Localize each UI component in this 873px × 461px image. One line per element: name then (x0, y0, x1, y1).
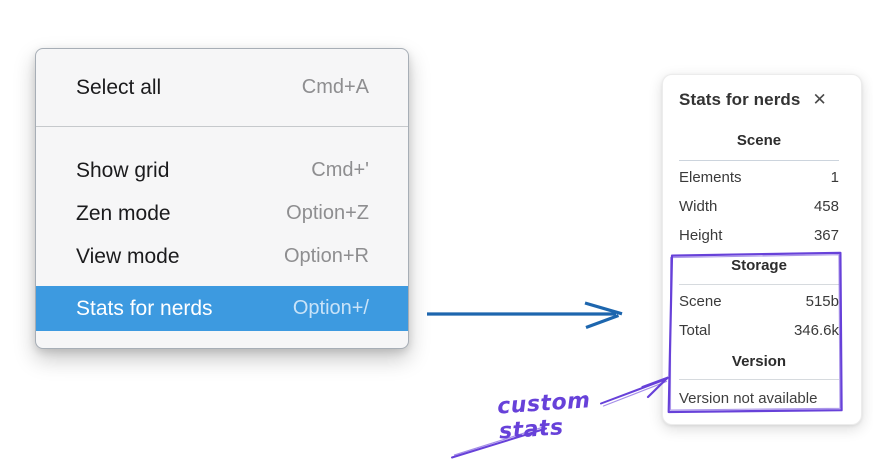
stats-panel: Stats for nerds ✕ Scene Elements 1 Width… (662, 74, 862, 425)
stat-value: 1 (830, 169, 839, 186)
stats-panel-header: Stats for nerds ✕ (679, 87, 839, 113)
menu-item-view-mode[interactable]: View mode Option+R (36, 235, 408, 278)
custom-stats-annotation: custom stats (496, 388, 592, 445)
stat-value: 515b (805, 293, 839, 310)
menu-item-stats-for-nerds[interactable]: Stats for nerds Option+/ (36, 286, 408, 331)
stat-row-width: Width 458 (679, 192, 839, 221)
menu-item-label: Zen mode (76, 201, 171, 225)
stat-value: 458 (813, 198, 839, 215)
section-heading-storage: Storage (731, 257, 787, 274)
menu-item-label: Select all (76, 75, 162, 99)
menu-item-select-all[interactable]: Select all Cmd+A (36, 66, 408, 109)
stat-row-total-storage: Total 346.6k (679, 316, 839, 345)
menu-item-shortcut: Option+/ (292, 297, 369, 319)
menu-item-label: View mode (76, 244, 180, 268)
menu-item-shortcut: Option+R (283, 245, 369, 267)
section-divider (679, 160, 839, 161)
menu-section-top: Select all Cmd+A (36, 49, 408, 126)
version-status-text: Version not available (679, 390, 818, 407)
stat-label: Total (679, 322, 711, 339)
stat-row-height: Height 367 (679, 221, 839, 250)
stat-label: Height (679, 227, 723, 244)
context-menu: Select all Cmd+A Show grid Cmd+' Zen mod… (35, 48, 409, 349)
stat-row-scene-storage: Scene 515b (679, 287, 839, 316)
section-divider (679, 284, 839, 285)
close-icon[interactable]: ✕ (812, 89, 827, 110)
stat-row-elements: Elements 1 (679, 163, 839, 192)
menu-item-shortcut: Cmd+A (301, 76, 369, 98)
stats-panel-title: Stats for nerds (679, 90, 801, 109)
section-heading-version: Version (731, 353, 787, 370)
stat-label: Scene (679, 293, 722, 310)
section-heading-scene: Scene (736, 132, 782, 149)
menu-item-zen-mode[interactable]: Zen mode Option+Z (36, 192, 408, 235)
menu-item-shortcut: Option+Z (286, 202, 369, 224)
stat-value: 367 (813, 227, 839, 244)
stat-label: Elements (679, 169, 742, 186)
stat-value: 346.6k (793, 322, 839, 339)
stat-label: Width (679, 198, 718, 215)
menu-section-bottom: Show grid Cmd+' Zen mode Option+Z View m… (36, 127, 408, 347)
menu-item-label: Stats for nerds (76, 296, 213, 320)
annotation-arrow (451, 376, 669, 459)
menu-item-show-grid[interactable]: Show grid Cmd+' (36, 149, 408, 192)
menu-item-shortcut: Cmd+' (311, 159, 369, 181)
blue-arrow (427, 301, 623, 330)
section-divider (679, 379, 839, 380)
menu-divider (36, 126, 408, 127)
menu-item-label: Show grid (76, 158, 170, 182)
